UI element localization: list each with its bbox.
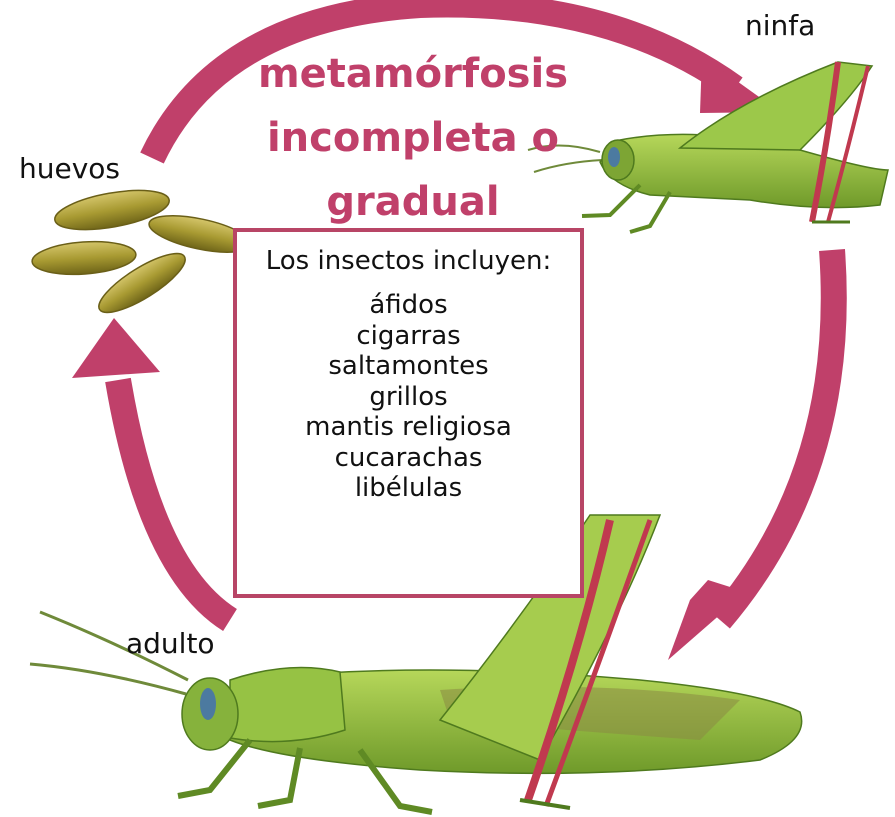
insect-item: áfidos [237,290,580,321]
cycle-arrow-right [668,250,834,660]
insect-item: grillos [237,382,580,413]
insect-examples-box: Los insectos incluyen: áfidos cigarras s… [233,228,584,598]
insect-item: cucarachas [237,443,580,474]
insect-item: mantis religiosa [237,412,580,443]
diagram-title: metamórfosis incompleta o gradual [238,42,588,234]
adult-label: adulto [126,630,215,658]
insect-item: cigarras [237,321,580,352]
insect-list: áfidos cigarras saltamontes grillos mant… [237,290,580,504]
eggs-illustration [31,183,254,322]
insect-item: saltamontes [237,351,580,382]
cycle-arrow-left [72,318,230,620]
title-line: gradual [238,170,588,234]
eggs-label: huevos [19,155,120,183]
nymph-label: ninfa [745,12,815,40]
box-heading: Los insectos incluyen: [237,246,580,276]
title-line: metamórfosis [238,42,588,106]
insect-item: libélulas [237,473,580,504]
title-line: incompleta o [238,106,588,170]
